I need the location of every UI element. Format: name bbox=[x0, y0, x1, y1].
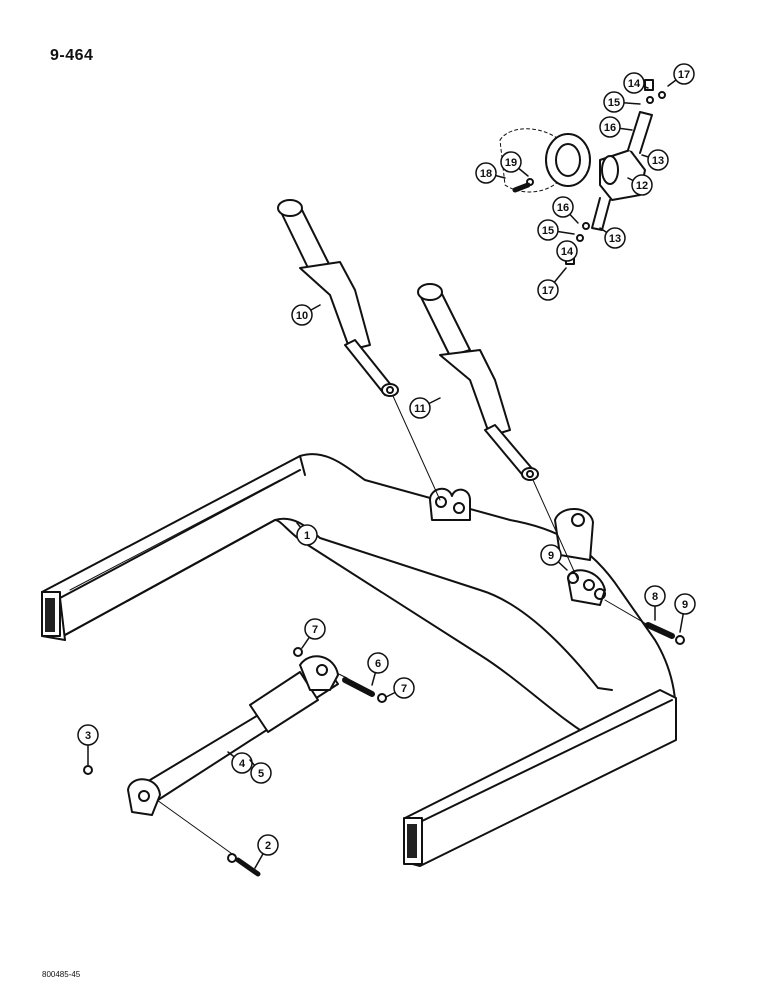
callout-label: 19 bbox=[505, 157, 517, 169]
callout-circle bbox=[257, 834, 279, 856]
callout-c8: 8 bbox=[644, 585, 666, 621]
callout-c3: 3 bbox=[77, 724, 99, 766]
callout-circle bbox=[599, 116, 621, 138]
callout-label: 6 bbox=[375, 658, 381, 670]
callout-c9a: 9 bbox=[540, 544, 568, 571]
callout-circle bbox=[644, 585, 666, 607]
assembly-leader-lines bbox=[149, 395, 649, 857]
hardware-pins bbox=[83, 572, 685, 877]
callout-label: 5 bbox=[258, 768, 264, 780]
callout-circle bbox=[604, 227, 626, 249]
callout-c17a: 17 bbox=[667, 63, 695, 87]
callout-label: 14 bbox=[628, 78, 641, 90]
callout-label: 3 bbox=[85, 730, 91, 742]
callout-circle bbox=[304, 618, 326, 640]
callout-c2: 2 bbox=[254, 834, 279, 869]
callout-c16a: 16 bbox=[599, 116, 633, 138]
callout-label: 7 bbox=[401, 683, 407, 695]
callout-circle bbox=[367, 652, 389, 674]
callout-label: 4 bbox=[239, 758, 246, 770]
callout-label: 8 bbox=[652, 591, 658, 603]
callout-circle bbox=[296, 524, 318, 546]
callout-label: 9 bbox=[682, 599, 688, 611]
callout-c13b: 13 bbox=[599, 227, 626, 249]
cylinder-part-11 bbox=[417, 283, 539, 481]
page-number: 9-464 bbox=[50, 47, 94, 64]
callout-c11: 11 bbox=[409, 397, 441, 419]
callout-c7a: 7 bbox=[301, 618, 326, 649]
callout-label: 12 bbox=[636, 180, 648, 192]
callout-c14b: 14 bbox=[556, 240, 578, 262]
callout-circle bbox=[250, 762, 272, 784]
callout-circle bbox=[393, 677, 415, 699]
callout-label: 1 bbox=[304, 530, 310, 542]
callout-label: 9 bbox=[548, 550, 554, 562]
callout-circle bbox=[409, 397, 431, 419]
callout-c12: 12 bbox=[627, 174, 653, 196]
callout-label: 11 bbox=[414, 403, 426, 415]
callout-c7b: 7 bbox=[385, 677, 415, 699]
footer-code: 800485-45 bbox=[42, 970, 81, 979]
callout-label: 15 bbox=[608, 97, 620, 109]
callout-circle bbox=[674, 593, 696, 615]
callout-circle bbox=[500, 151, 522, 173]
valve-assembly bbox=[499, 79, 666, 265]
callout-label: 7 bbox=[312, 624, 318, 636]
callout-label: 16 bbox=[557, 202, 569, 214]
callout-c14a: 14 bbox=[623, 72, 649, 94]
callout-circle bbox=[537, 279, 559, 301]
callout-circle bbox=[77, 724, 99, 746]
cylinder-part-10 bbox=[277, 199, 399, 397]
callout-label: 17 bbox=[542, 285, 554, 297]
callout-circle bbox=[552, 196, 574, 218]
callout-c6: 6 bbox=[367, 652, 389, 686]
cylinder-part-4-5 bbox=[127, 655, 339, 816]
callout-label: 18 bbox=[480, 168, 492, 180]
callout-c15a: 15 bbox=[603, 91, 641, 113]
callout-label: 17 bbox=[678, 69, 690, 81]
callout-circle bbox=[540, 544, 562, 566]
callout-circle bbox=[556, 240, 578, 262]
callout-label: 2 bbox=[265, 840, 271, 852]
callout-circle bbox=[537, 219, 559, 241]
callout-label: 16 bbox=[604, 122, 616, 134]
callout-c10: 10 bbox=[291, 304, 321, 326]
callout-c15b: 15 bbox=[537, 219, 575, 241]
callout-circle bbox=[475, 162, 497, 184]
callout-circle bbox=[623, 72, 645, 94]
callout-c5: 5 bbox=[249, 759, 272, 784]
callout-c9b: 9 bbox=[674, 593, 696, 633]
callout-circle bbox=[673, 63, 695, 85]
callout-c18: 18 bbox=[475, 162, 506, 184]
callout-circle bbox=[631, 174, 653, 196]
callout-circle bbox=[291, 304, 313, 326]
callout-c4: 4 bbox=[227, 751, 253, 774]
callout-c17b: 17 bbox=[537, 267, 567, 301]
callout-label: 13 bbox=[609, 233, 621, 245]
callout-label: 13 bbox=[652, 155, 664, 167]
callout-label: 15 bbox=[542, 225, 554, 237]
callout-circle bbox=[603, 91, 625, 113]
callout-c19: 19 bbox=[500, 151, 529, 177]
callout-c1: 1 bbox=[296, 522, 318, 546]
callout-group: 1234567789910111213131414151516161717181… bbox=[77, 63, 696, 869]
callout-c16b: 16 bbox=[552, 196, 579, 224]
callout-c13a: 13 bbox=[641, 149, 669, 171]
callout-label: 10 bbox=[296, 310, 308, 322]
callout-circle bbox=[647, 149, 669, 171]
callout-label: 14 bbox=[561, 246, 574, 258]
